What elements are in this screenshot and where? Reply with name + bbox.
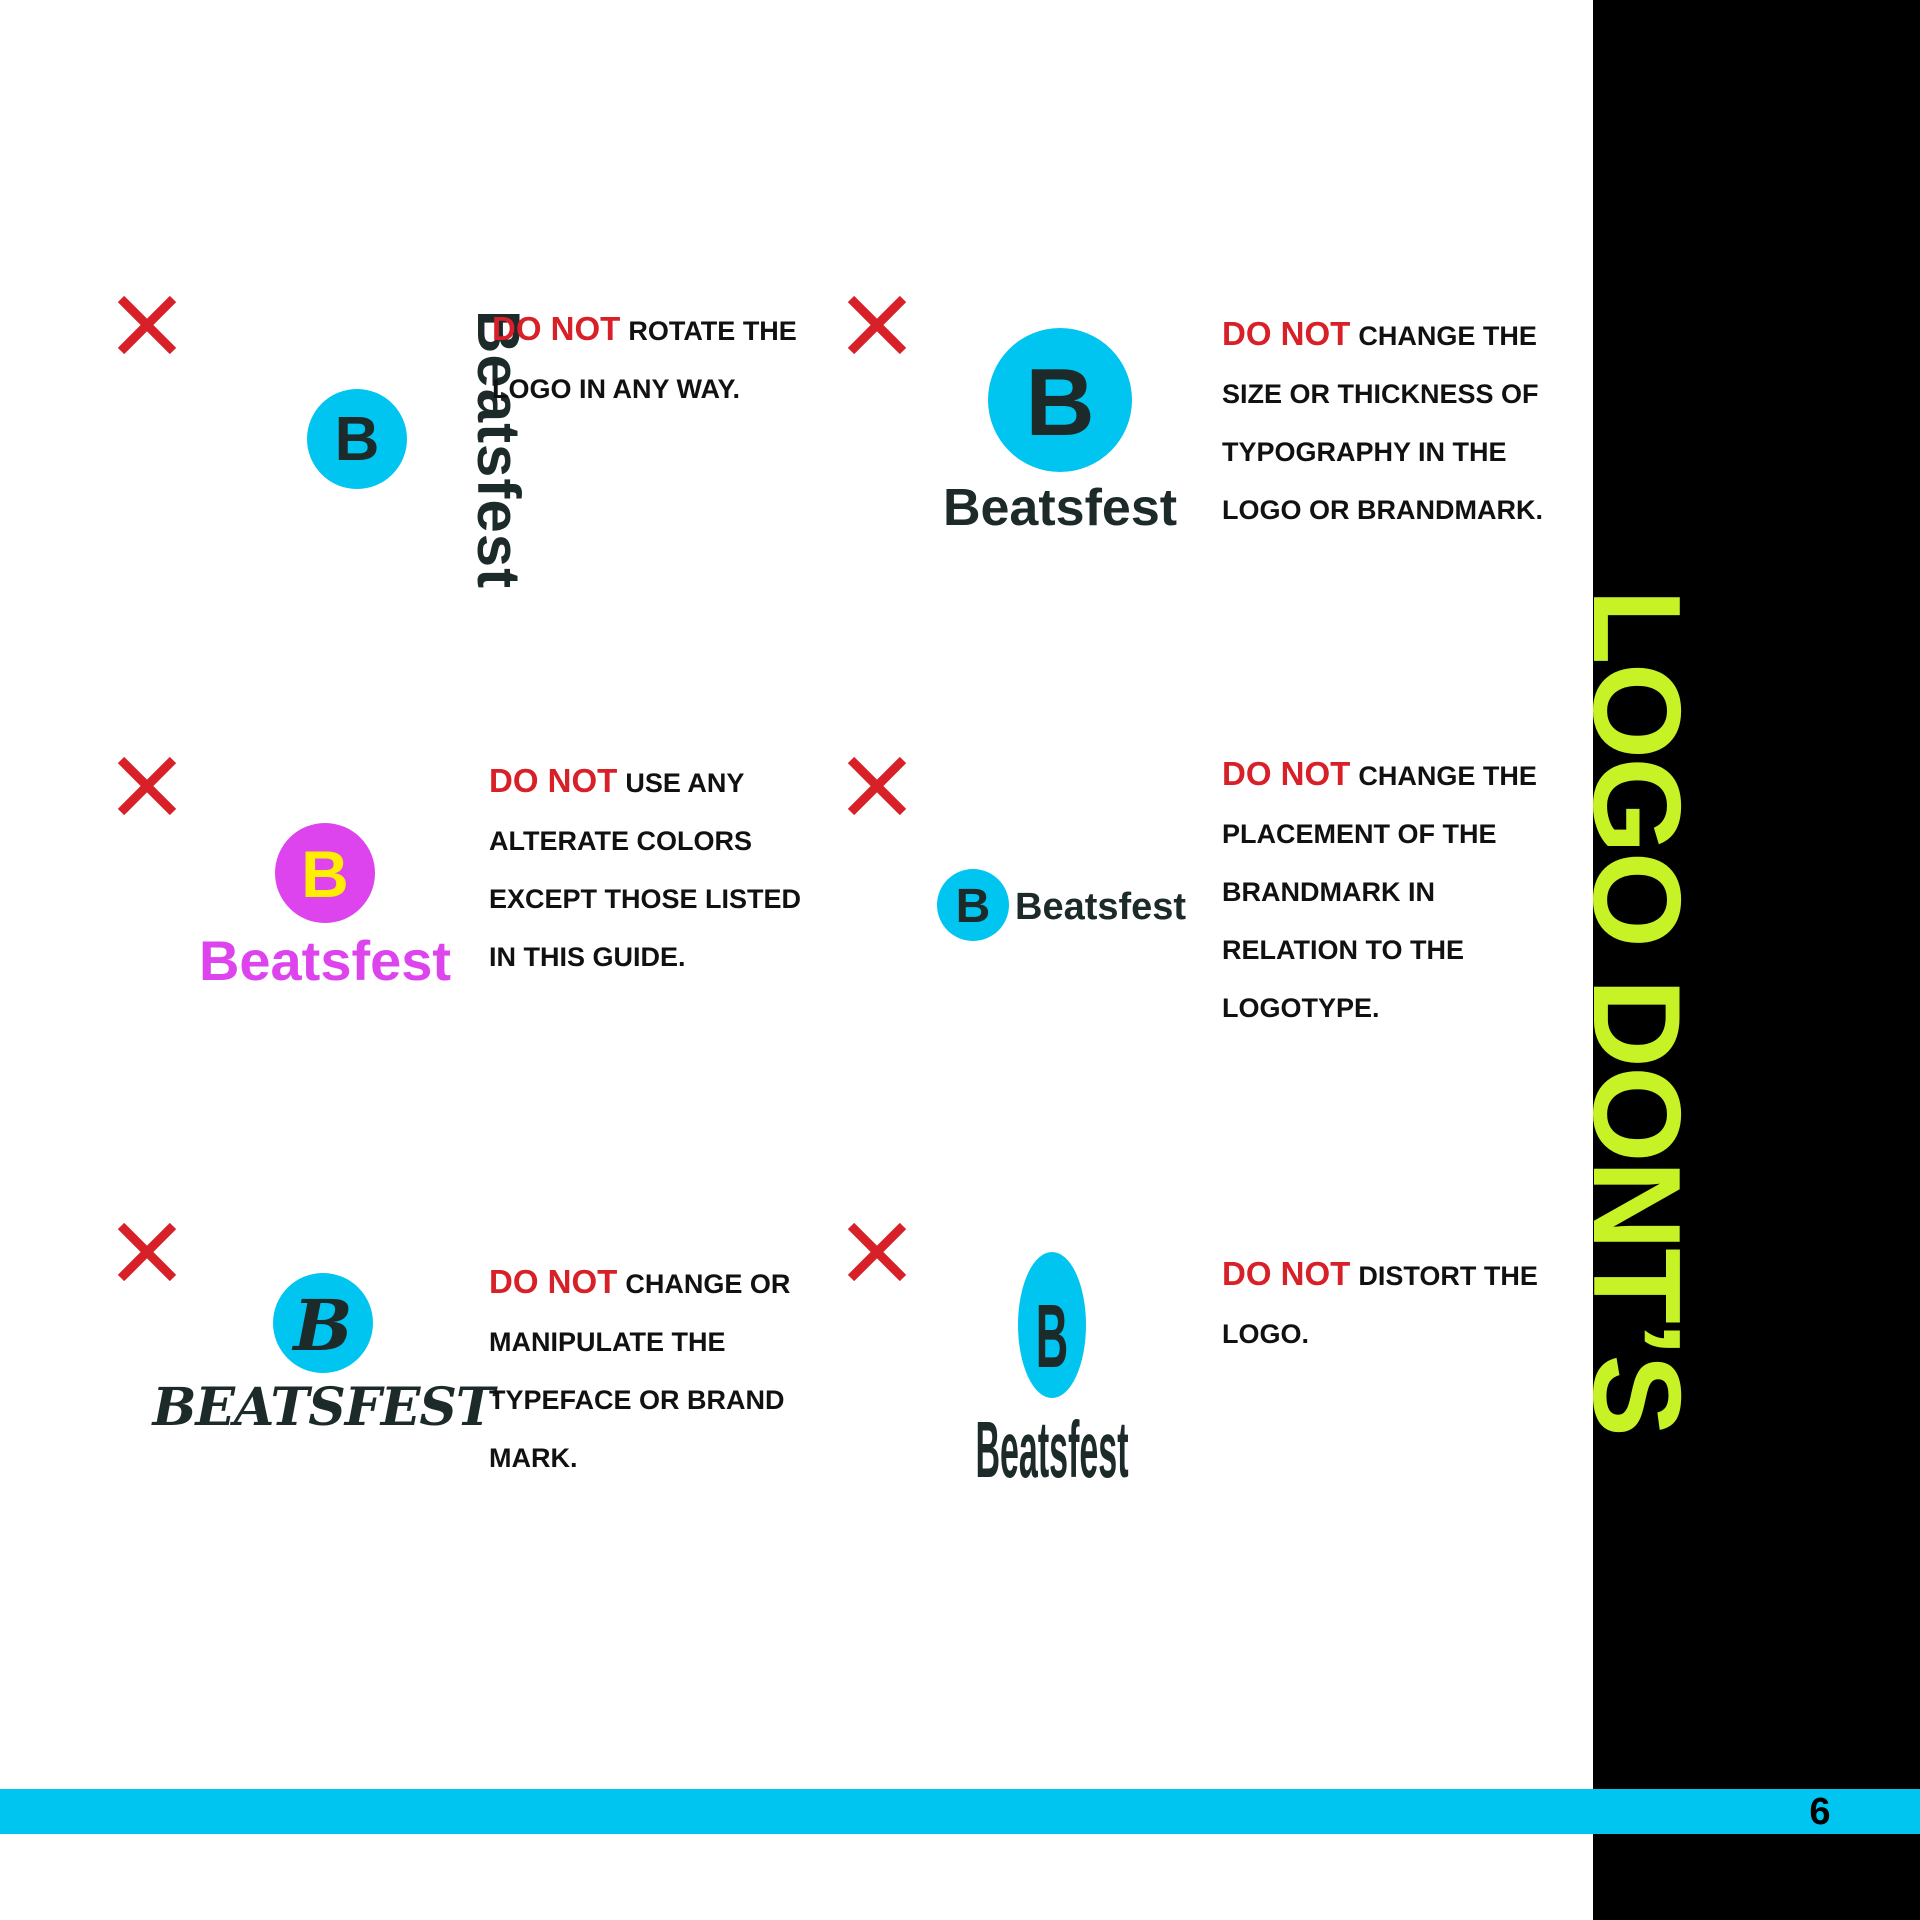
- logotype-text: Beatsfest: [465, 310, 532, 589]
- rule-negation: DO NOT: [489, 1263, 618, 1300]
- rule-negation: DO NOT: [1222, 755, 1351, 792]
- brandmark-circle: [307, 389, 407, 489]
- x-mark-icon: [847, 1222, 907, 1282]
- logotype-rotated: Beatsfest: [465, 310, 532, 589]
- logotype-text: Beatsfest: [199, 929, 451, 992]
- x-mark-icon: [117, 756, 177, 816]
- brandmark-letter: B: [1036, 1287, 1069, 1387]
- rule-negation: DO NOT: [489, 762, 618, 799]
- logotype-text: BEATSFEST: [150, 1377, 497, 1438]
- brandmark-letter: B: [956, 880, 991, 933]
- sidebar: [1593, 0, 1920, 1920]
- brandmark-circle: [937, 869, 1009, 941]
- footer-bar: [0, 1789, 1920, 1834]
- alternate-color-logo-example: B Beatsfest: [199, 823, 451, 992]
- brandmark-letter: B: [291, 1284, 352, 1367]
- brandmark-letter: B: [1025, 349, 1094, 456]
- brandmark-circle: [275, 823, 375, 923]
- logotype-text: Beatsfest: [943, 479, 1177, 537]
- distorted-logo-example: B Beatsfest: [975, 1252, 1129, 1495]
- thick-type-logo-example: B Beatsfest: [943, 328, 1177, 537]
- rule-text: ROTATE THE LOGO IN ANY WAY.: [492, 316, 797, 404]
- rule-text: CHANGE OR MANIPULATE THE TYPEFACE OR BRA…: [489, 1269, 791, 1473]
- rule-negation: DO NOT: [1222, 1255, 1351, 1292]
- brandmark-circle: [1018, 1252, 1086, 1398]
- page-number: 6: [1809, 1791, 1831, 1833]
- rule-text: USE ANY ALTERATE COLORS EXCEPT THOSE LIS…: [489, 768, 802, 972]
- rule-negation: DO NOT: [492, 310, 621, 347]
- rule-negation: DO NOT: [1222, 315, 1351, 352]
- rotated-logo-example: B Beatsfest: [307, 310, 532, 589]
- rule-text: CHANGE THE PLACEMENT OF THE BRANDMARK IN…: [1222, 761, 1537, 1023]
- rule-text: DISTORT THE LOGO.: [1222, 1261, 1538, 1349]
- x-mark-icon: [847, 295, 907, 355]
- x-mark-icon: [117, 1222, 177, 1282]
- brandmark-circle: [273, 1273, 373, 1373]
- brandmark-letter: B: [301, 837, 349, 911]
- manipulated-typeface-logo-example: B BEATSFEST: [150, 1273, 499, 1438]
- brandmark-circle: [988, 328, 1132, 472]
- x-mark-icon: [847, 756, 907, 816]
- x-mark-icon: [117, 295, 177, 355]
- rule-text: CHANGE THE SIZE OR THICKNESS OF TYPOGRAP…: [1222, 321, 1543, 525]
- logotype-text: Beatsfest: [975, 1405, 1128, 1495]
- logotype-text: Beatsfest: [1015, 886, 1186, 928]
- brandmark-letter: B: [335, 405, 380, 474]
- placement-logo-example: B Beatsfest: [937, 869, 1186, 941]
